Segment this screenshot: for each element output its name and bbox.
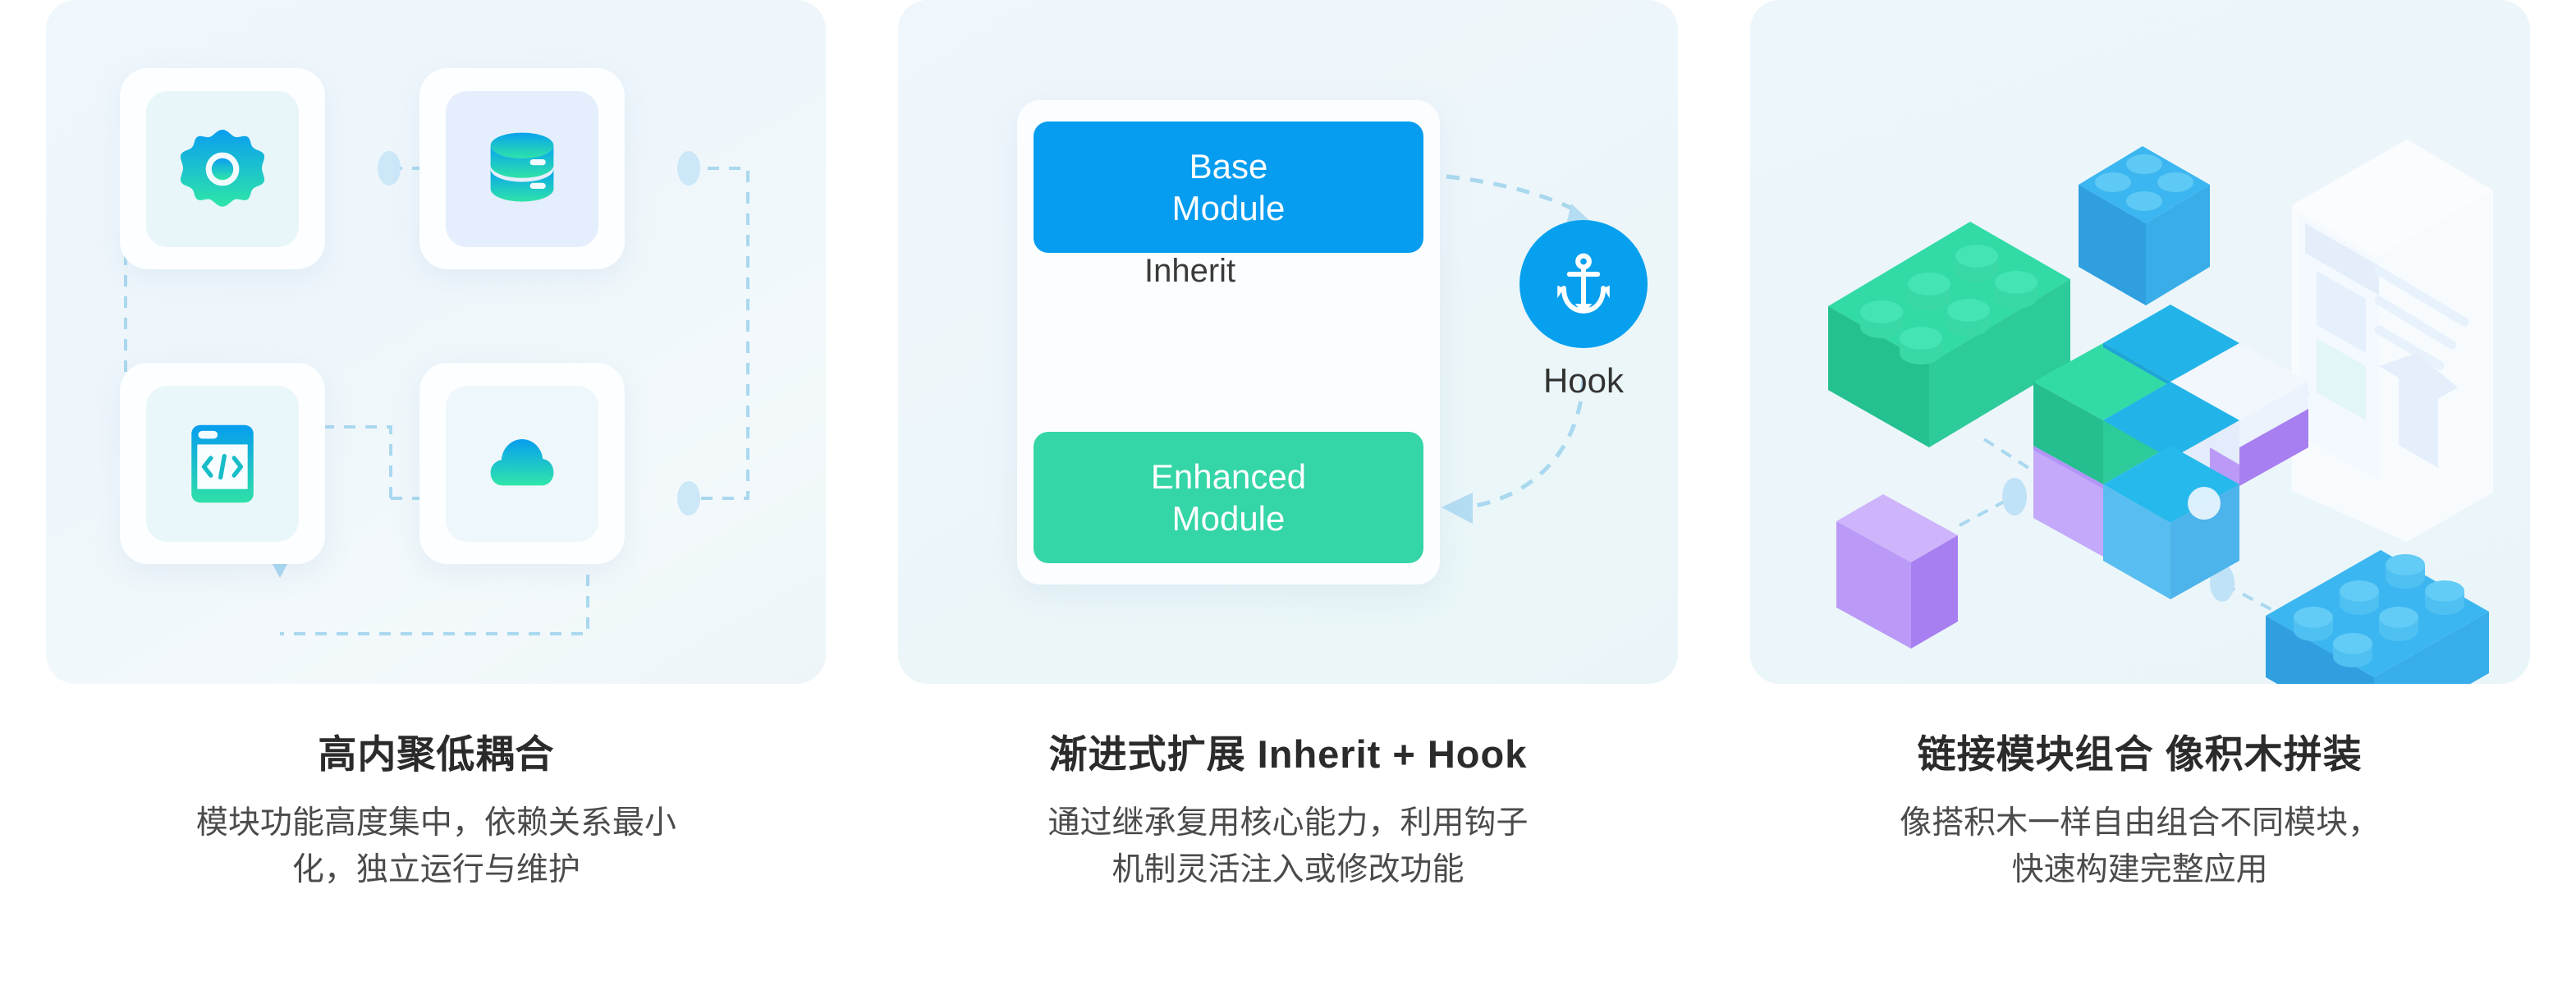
page-title: 高内聚低耦合	[318, 732, 555, 776]
page-title: 链接模块组合 像积木拼装	[1917, 732, 2363, 776]
feature-description: 模块功能高度集中，依赖关系最小 化，独立运行与维护	[196, 800, 676, 893]
inherit-label: Inherit	[1144, 253, 1236, 289]
puzzle-cube-purple-icon	[2209, 409, 2308, 493]
feature-card-block-composition: 链接模块组合 像积木拼装 像搭积木一样自由组合不同模块， 快速构建完整应用	[1736, 0, 2543, 995]
anchor-icon	[1557, 253, 1610, 314]
code-tile-inner	[146, 386, 300, 542]
base-module-label-line2: Module	[1171, 189, 1286, 227]
module-tile-cloud[interactable]	[419, 363, 626, 564]
cloud-icon	[490, 439, 554, 486]
illustration-inherit-hook: Base Module Enhanced Module Inherit	[898, 0, 1678, 684]
enhanced-module-label-line1: Enhanced	[1150, 456, 1307, 496]
enhanced-module-label-line2: Module	[1171, 499, 1286, 538]
feature-card-progressive-extension: Base Module Enhanced Module Inherit	[885, 0, 1692, 995]
hook-label: Hook	[1542, 361, 1625, 400]
base-module-box[interactable]: Base Module	[1034, 122, 1423, 253]
base-module-label-line1: Base	[1189, 146, 1268, 186]
purple-box-icon	[1836, 494, 1958, 649]
puzzle-cube-midblue-icon	[2102, 382, 2239, 599]
module-tile-gear[interactable]	[120, 68, 326, 269]
puzzle-cube-white-icon	[2170, 343, 2308, 486]
gear-icon	[181, 130, 265, 207]
illustration-high-cohesion	[46, 0, 827, 684]
desc-line-1: 通过继承复用核心能力，利用钩子	[1047, 805, 1529, 841]
lego-cube-blue-icon	[2078, 146, 2210, 305]
isometric-blocks-scene	[1827, 140, 2493, 684]
hook-node[interactable]	[1519, 220, 1648, 348]
lego-brick-blue-icon	[2265, 550, 2489, 684]
desc-line-1: 模块功能高度集中，依赖关系最小	[195, 805, 676, 841]
lego-brick-green-icon	[1827, 222, 2070, 447]
puzzle-cube-purple2-icon	[2033, 446, 2103, 557]
code-window-icon	[191, 424, 254, 503]
desc-line-2: 快速构建完整应用	[2011, 851, 2268, 887]
desc-line-1: 像搭积木一样自由组合不同模块，	[1900, 805, 2381, 841]
window-mock-icon	[2291, 140, 2493, 542]
database-tile-inner	[446, 91, 599, 247]
module-panel: Base Module Enhanced Module	[1017, 100, 1440, 585]
module-tile-code[interactable]	[120, 363, 326, 564]
illustration-isometric-blocks	[1749, 0, 2530, 684]
enhanced-module-box[interactable]: Enhanced Module	[1034, 432, 1423, 563]
desc-line-2: 化，独立运行与维护	[291, 851, 580, 887]
feature-card-high-cohesion: 高内聚低耦合 模块功能高度集中，依赖关系最小 化，独立运行与维护	[33, 0, 840, 995]
puzzle-cube-cyan-icon	[2102, 305, 2239, 386]
page-title: 渐进式扩展 Inherit + Hook	[1048, 732, 1528, 776]
puzzle-cube-green-icon	[2033, 343, 2170, 484]
database-icon	[490, 132, 554, 202]
feature-description: 像搭积木一样自由组合不同模块， 快速构建完整应用	[1900, 800, 2380, 893]
module-tile-database[interactable]	[419, 68, 626, 269]
gear-tile-inner	[146, 91, 300, 247]
feature-description: 通过继承复用核心能力，利用钩子 机制灵活注入或修改功能	[1048, 800, 1529, 893]
desc-line-2: 机制灵活注入或修改功能	[1112, 851, 1464, 887]
cloud-tile-inner	[446, 386, 599, 542]
